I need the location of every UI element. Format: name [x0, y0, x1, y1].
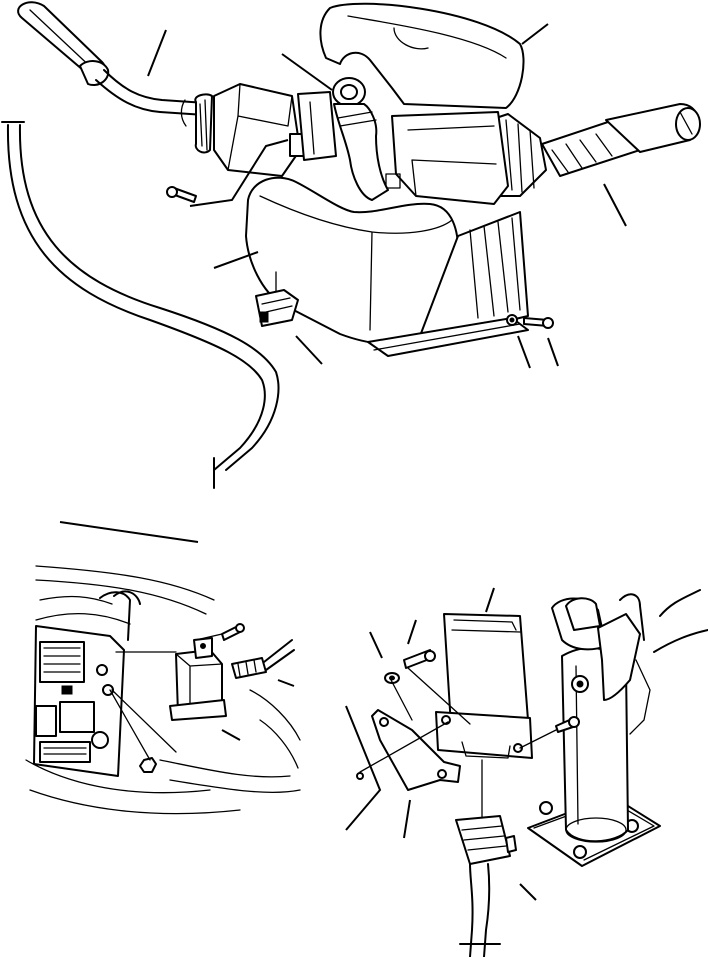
steering-column-switch-assembly-view: [2, 2, 700, 488]
left-switch-housing: [195, 84, 306, 176]
steering-column-shaft: [298, 78, 388, 200]
left-combination-lever: [18, 2, 206, 126]
electronic-controller-module: [436, 614, 532, 758]
mounting-bracket: [372, 710, 460, 790]
leader-lines-bottom-left: [110, 634, 294, 760]
shroud-screw-right: [507, 315, 553, 328]
steering-pedestal: [528, 590, 708, 866]
relay-unit: [170, 638, 226, 720]
relay-nut: [140, 758, 156, 772]
wiring-harness: [2, 122, 278, 488]
dashboard-frame: [26, 566, 300, 814]
dashboard-relay-installation-view: [26, 566, 300, 814]
module-harness-connector: [456, 816, 516, 957]
right-switch-housing: [386, 112, 508, 204]
small-washer: [357, 773, 363, 779]
rubber-gaiter-boot: [368, 212, 528, 356]
leader-lines-bottom-right: [346, 588, 556, 900]
switch-connector-plug: [256, 290, 298, 326]
fuse-relay-panel: [34, 626, 124, 776]
upper-steering-shroud: [320, 4, 523, 108]
module-side-screw: [556, 717, 579, 732]
right-combination-lever: [490, 104, 700, 196]
relay-connector: [232, 640, 294, 678]
controller-module-mounting-view: [346, 588, 708, 957]
leader-lines-top: [148, 24, 626, 368]
module-screw: [404, 650, 435, 668]
view-divider-line: [60, 522, 198, 542]
relay-screw: [222, 624, 244, 640]
shroud-screw-left: [167, 187, 196, 202]
